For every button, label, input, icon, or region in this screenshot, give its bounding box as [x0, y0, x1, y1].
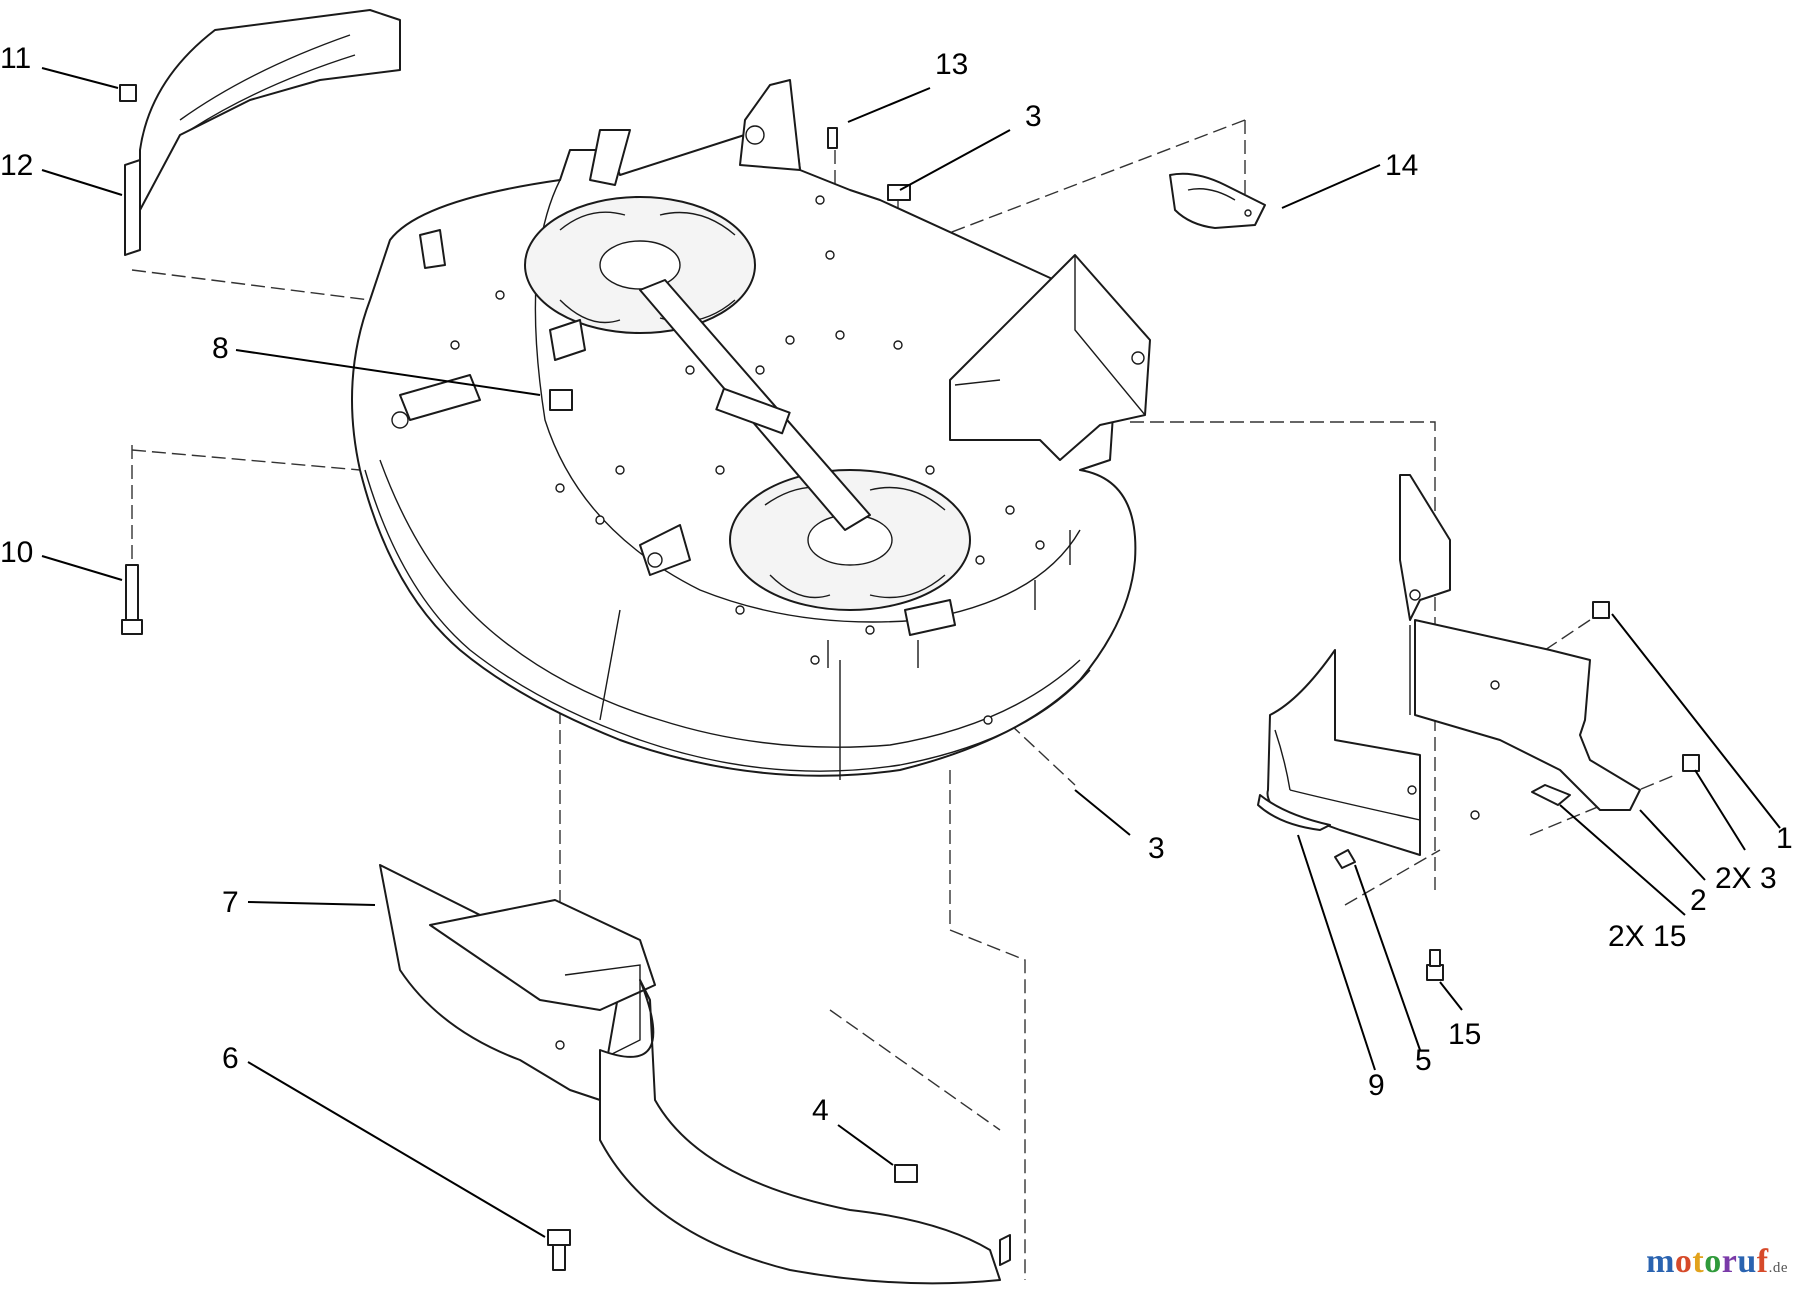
callout-6: 6: [222, 1042, 239, 1075]
callout-10: 10: [0, 536, 33, 569]
part-8-nut: [549, 389, 573, 493]
mower-deck: [351, 79, 1137, 780]
watermark-logo: motoruf.de: [1646, 1243, 1788, 1280]
part-2-chute-bracket: [1399, 474, 1641, 811]
callout-14: 14: [1385, 149, 1418, 182]
part-7-deflector: [379, 864, 1001, 1285]
callout-15: 15: [1448, 1018, 1481, 1051]
callout-7: 7: [222, 886, 239, 919]
callout-4: 4: [812, 1094, 829, 1127]
callout-8: 8: [212, 332, 229, 365]
callout-2x15: 2X 15: [1608, 920, 1686, 953]
leader-lines: [41, 67, 1781, 1238]
callout-13: 13: [935, 48, 968, 81]
callout-11: 11: [0, 42, 31, 75]
callout-3-upper: 3: [1025, 100, 1042, 133]
part-9-chute-deflector: [1257, 649, 1421, 856]
callout-12: 12: [0, 149, 33, 182]
callout-2x3: 2X 3: [1715, 862, 1777, 895]
callout-labels: 11 12 13 3 14 8 10 3 7 6 4 1 2X 3 2 2X 1…: [0, 42, 1793, 1127]
right-hardware: [1334, 601, 1700, 981]
part-14-bracket: [1169, 172, 1266, 229]
upper-hardware: [827, 127, 911, 350]
deck-baffle-plate: [949, 254, 1151, 461]
callout-5: 5: [1415, 1044, 1432, 1077]
part-10-bolt: [121, 564, 143, 635]
callout-1: 1: [1776, 822, 1793, 855]
lower-hardware: [547, 1164, 1011, 1271]
callout-9: 9: [1368, 1069, 1385, 1102]
callout-2: 2: [1690, 884, 1707, 917]
part-12-deflector: [119, 9, 401, 256]
callout-3-lower: 3: [1148, 832, 1165, 865]
